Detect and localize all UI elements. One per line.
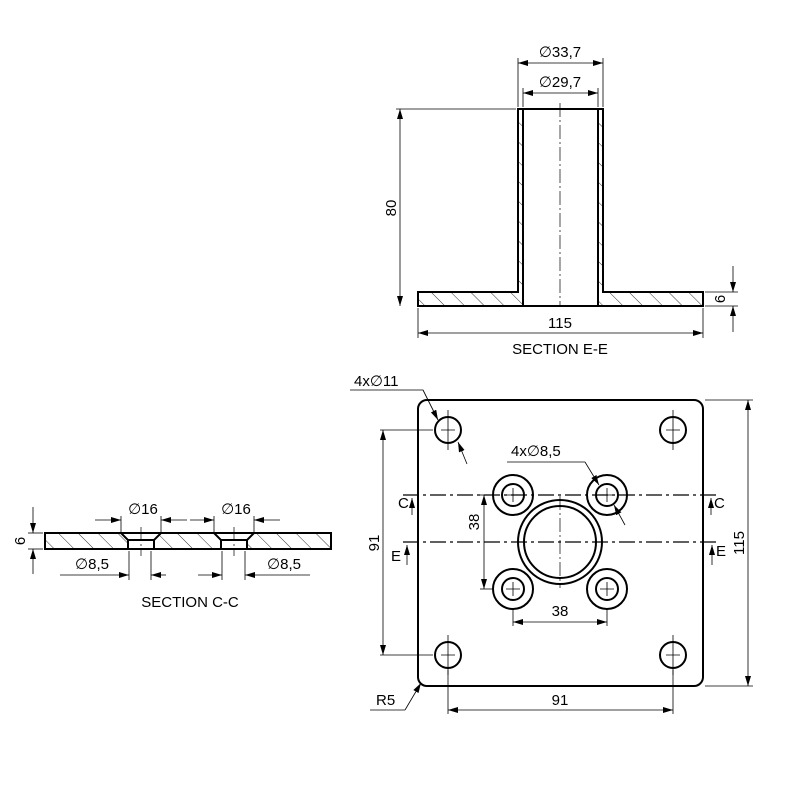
dim-hole-left: ∅8,5: [75, 556, 109, 573]
dim-hole-spacing-vertical: 91: [366, 535, 383, 552]
cut-label-e-left: E: [391, 548, 401, 565]
cut-label-c-right: C: [714, 495, 725, 512]
section-title: SECTION C-C: [141, 594, 239, 611]
dim-thickness: 6: [712, 295, 729, 303]
dim-countersink-right: ∅16: [221, 501, 251, 518]
dim-inner-spacing-horizontal: 38: [552, 603, 569, 620]
corner-holes-callout: 4x∅11: [354, 373, 398, 390]
cut-label-c-left: C: [398, 495, 409, 512]
dim-hole-right: ∅8,5: [267, 556, 301, 573]
dim-inner-diameter: ∅29,7: [539, 74, 581, 91]
dim-thickness: 6: [12, 537, 29, 545]
inner-holes-callout: 4x∅8,5: [511, 443, 561, 460]
dim-outer-diameter: ∅33,7: [539, 44, 581, 61]
base-plate-section: [417, 108, 524, 307]
dim-height: 80: [383, 200, 400, 217]
base-plate-outline: [417, 399, 704, 687]
corner-holes: [434, 410, 687, 675]
section-e-e: ∅33,7 ∅29,7 80 115 6 SECTION E-E: [383, 44, 738, 358]
dim-inner-spacing-vertical: 38: [466, 514, 483, 531]
top-view: C C E E 91 38 38 91 115 4x∅11: [350, 373, 753, 714]
dim-overall: 115: [731, 531, 748, 555]
dim-hole-spacing-horizontal: 91: [552, 692, 569, 709]
dim-countersink-left: ∅16: [128, 501, 158, 518]
base-plate-section-right: [597, 108, 704, 307]
section-title: SECTION E-E: [512, 341, 608, 358]
dim-width: 115: [548, 315, 572, 332]
section-c-c: ∅16 ∅16 ∅8,5 ∅8,5 6 SECTION C-C: [12, 501, 332, 611]
cut-label-e-right: E: [716, 543, 726, 560]
corner-radius-callout: R5: [376, 692, 395, 709]
